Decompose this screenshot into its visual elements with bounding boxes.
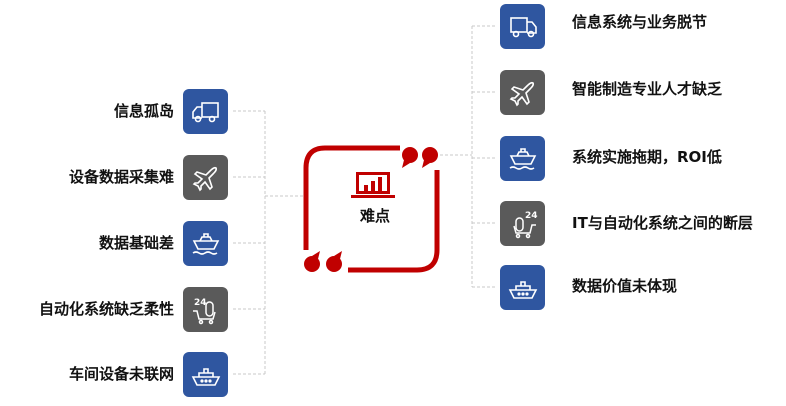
- ship-icon: [500, 136, 545, 181]
- right-item-label: 信息系统与业务脱节: [572, 13, 708, 31]
- left-item-label: 自动化系统缺乏柔性: [38, 300, 174, 318]
- truck-icon: [183, 89, 228, 134]
- laptop-chart-icon: [351, 172, 395, 198]
- right-item-label: 智能制造专业人才缺乏: [572, 80, 723, 98]
- boat-icon: [500, 265, 545, 310]
- 24hrs-cart-icon: 24: [500, 201, 545, 246]
- left-item-label: 车间设备未联网: [68, 365, 174, 383]
- svg-text:24: 24: [194, 298, 207, 308]
- center-title: 难点: [359, 207, 390, 225]
- left-item-label: 信息孤岛: [113, 102, 174, 120]
- 24hrs-cart-icon: 24: [183, 287, 228, 332]
- airplane-icon: [183, 155, 228, 200]
- right-item-label: IT与自动化系统之间的断层: [572, 214, 753, 232]
- ship-icon: [183, 221, 228, 266]
- left-item-label: 数据基础差: [98, 234, 174, 252]
- right-item-label: 数据价值未体现: [572, 277, 678, 295]
- right-item-label: 系统实施拖期，ROI低: [572, 148, 722, 166]
- left-item-label: 设备数据采集难: [68, 168, 174, 186]
- svg-text:24: 24: [525, 211, 538, 221]
- airplane-icon: [500, 70, 545, 115]
- truck-icon: [500, 4, 545, 49]
- center-frame: [303, 145, 440, 273]
- boat-icon: [183, 352, 228, 397]
- quote-marks: [304, 147, 438, 272]
